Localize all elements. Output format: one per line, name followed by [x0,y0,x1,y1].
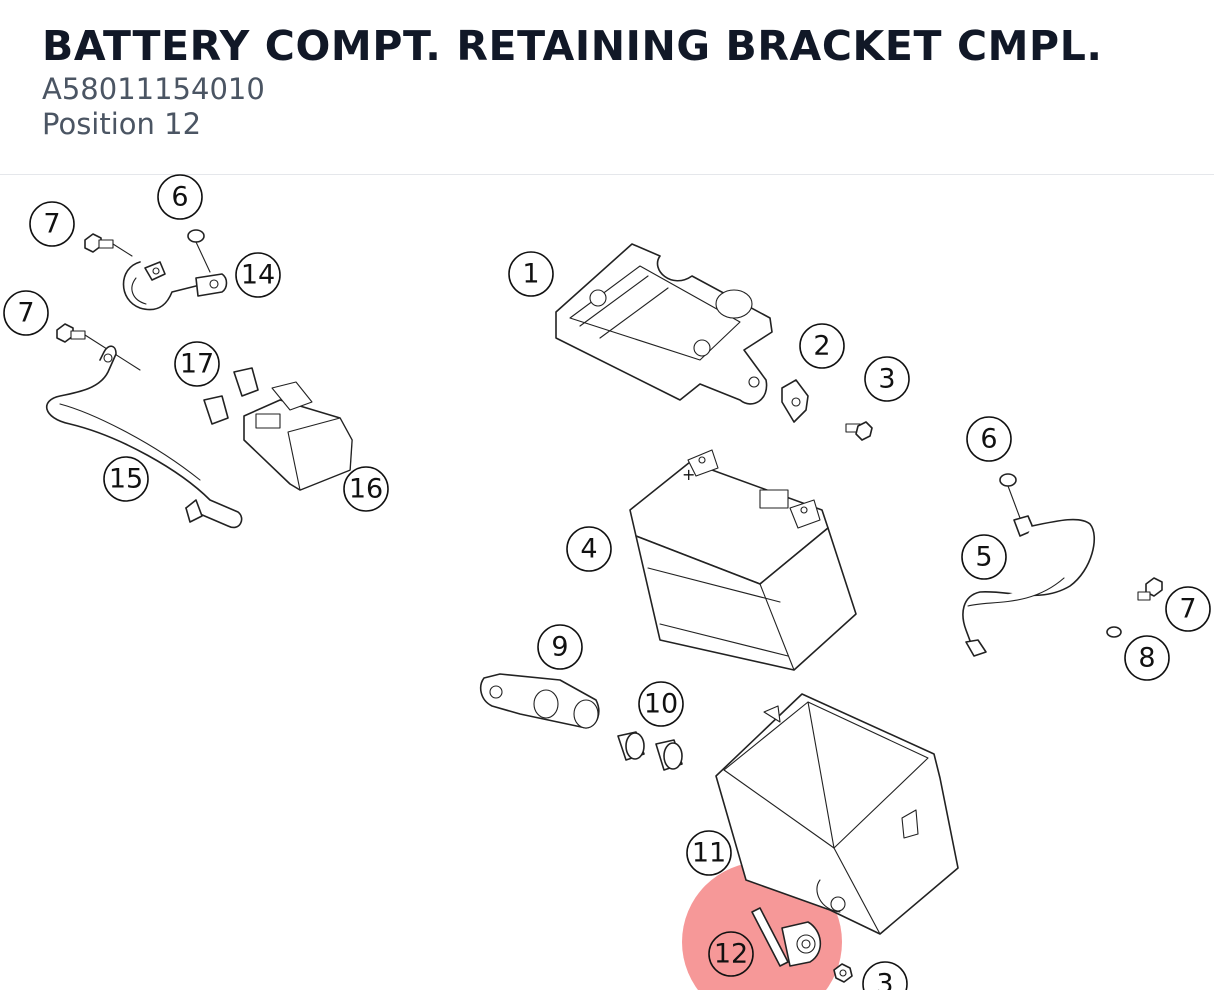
callout-6-label: 6 [171,182,188,213]
fuse-17-part[interactable] [203,367,259,425]
header: BATTERY COMPT. RETAINING BRACKET CMPL. A… [0,0,1214,175]
bolt-part[interactable] [1137,577,1163,601]
callout-15-label: 15 [109,464,143,495]
clip-2-part[interactable] [781,379,809,423]
callout-11[interactable]: 11 [686,830,732,876]
callout-3[interactable]: 3 [862,961,908,990]
callout-9-label: 9 [551,632,568,663]
cover-1-part[interactable] [555,243,773,405]
callout-1-label: 1 [522,259,539,290]
bolt-part[interactable] [84,233,133,257]
relay-16-part[interactable] [243,381,353,491]
callout-4-label: 4 [580,534,597,565]
nut-3-part[interactable] [833,963,853,983]
callout-16[interactable]: 16 [343,466,389,512]
callout-2-label: 2 [813,331,830,362]
position-label: Position 12 [42,107,202,141]
callout-7-label: 7 [43,209,60,240]
callout-5-label: 5 [975,542,992,573]
callout-4[interactable]: 4 [566,526,612,572]
bolt-3-part[interactable] [845,421,873,441]
sleeve-10-part[interactable] [617,731,683,771]
callout-11-label: 11 [692,838,726,869]
cable-5-part[interactable] [962,515,1095,657]
callout-17-label: 17 [180,349,214,380]
callout-3-label: 3 [878,364,895,395]
callout-6-label: 6 [980,424,997,455]
plus-sign: + [682,465,695,484]
callout-6[interactable]: 6 [966,416,1012,462]
callout-7-label: 7 [1179,594,1196,625]
bolt-part[interactable] [56,323,141,371]
callout-7[interactable]: 7 [29,201,75,247]
callout-10[interactable]: 10 [638,681,684,727]
page-title: BATTERY COMPT. RETAINING BRACKET CMPL. [42,22,1103,70]
part-number: A58011154010 [42,72,265,106]
callout-14-label: 14 [241,260,275,291]
callout-14[interactable]: 14 [235,252,281,298]
callout-15[interactable]: 15 [103,456,149,502]
callout-5[interactable]: 5 [961,534,1007,580]
callout-8-label: 8 [1138,643,1155,674]
callout-7-label: 7 [17,298,34,329]
washer-8-part[interactable] [1106,626,1122,638]
cable-15-part[interactable] [45,345,243,529]
cable-14-part[interactable] [122,261,228,311]
callout-12-label: 12 [714,939,748,970]
callout-3-label: 3 [876,969,893,990]
callout-17[interactable]: 17 [174,341,220,387]
callout-8[interactable]: 8 [1124,635,1170,681]
screw-part[interactable] [187,229,211,273]
holder-9-part[interactable] [479,673,600,729]
callout-9[interactable]: 9 [537,624,583,670]
retaining-bracket-12-part[interactable] [751,907,822,967]
screw-part[interactable] [999,473,1021,519]
callout-7[interactable]: 7 [3,290,49,336]
callout-2[interactable]: 2 [799,323,845,369]
battery-box-11-part[interactable] [715,693,959,935]
callout-3[interactable]: 3 [864,356,910,402]
battery-4-part[interactable] [629,449,857,671]
callout-10-label: 10 [644,689,678,720]
callout-1[interactable]: 1 [508,251,554,297]
callout-6[interactable]: 6 [157,174,203,220]
callout-12[interactable]: 12 [708,931,754,977]
callout-7[interactable]: 7 [1165,586,1211,632]
callout-16-label: 16 [349,474,383,505]
